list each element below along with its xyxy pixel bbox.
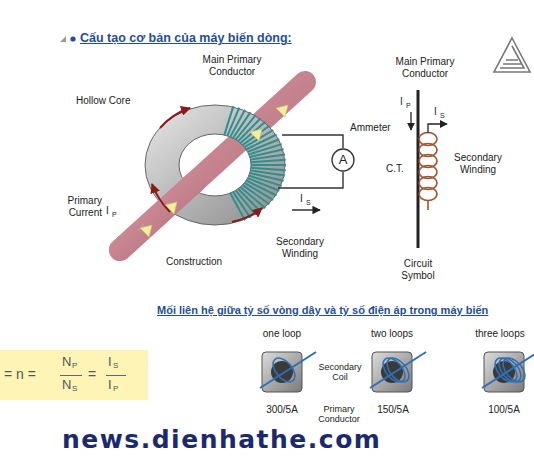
secondary-winding-turns — [224, 106, 286, 220]
current-subscript: P — [406, 102, 411, 110]
bullet — [60, 36, 76, 42]
coil-turn — [419, 188, 437, 201]
formula-box: = n =NPNS=ISIP — [0, 350, 148, 400]
winding-turn — [230, 193, 245, 220]
figure-caption: Circuit Symbol — [387, 258, 449, 281]
formula-part: = — [88, 367, 96, 382]
primary-wire — [260, 352, 316, 388]
ct-core — [262, 352, 302, 392]
winding-turn — [251, 168, 286, 171]
winding-label: Secondary Winding — [446, 152, 510, 175]
ip-arrow — [410, 112, 411, 130]
flux-arrows — [152, 108, 262, 222]
primary-wire — [482, 352, 534, 388]
current-symbol: I — [106, 205, 109, 217]
current-label: Primary Current — [44, 195, 102, 218]
logo — [494, 38, 530, 72]
current-subscript: P — [112, 211, 117, 219]
current-symbol: I — [300, 193, 303, 205]
ratio-label: 150/5A — [368, 404, 418, 416]
primary-turn — [383, 354, 413, 386]
loop-label: one loop — [252, 328, 312, 340]
winding-label: Secondary Winding — [265, 236, 335, 259]
meter-symbol: A — [339, 153, 348, 167]
formula-part: = n = — [4, 367, 36, 382]
ct-coil — [419, 133, 437, 201]
primary-turn — [499, 354, 529, 386]
conductor-label: Main Primary Conductor — [385, 56, 465, 79]
hollow-core — [145, 105, 285, 225]
formula-part: S — [113, 362, 118, 371]
winding-turn — [250, 154, 284, 159]
formula-part: P — [113, 385, 118, 394]
primary-turn — [269, 354, 299, 386]
formula-part: I — [108, 378, 112, 392]
coil-label: Secondary Coil — [316, 362, 364, 383]
ct-label: C.T. — [386, 163, 404, 175]
heading: Cấu tạo cơ bản của máy biến dòng: — [80, 31, 292, 45]
current-subscript: S — [306, 199, 311, 207]
primary-conductor-front — [120, 181, 196, 250]
loop-label: two loops — [362, 328, 422, 340]
formula-part: P — [72, 362, 77, 371]
conductor-label: Primary Conductor — [314, 404, 364, 425]
loop-figures — [260, 352, 534, 392]
primary-conductor — [120, 82, 305, 250]
ratio-label: 100/5A — [479, 404, 529, 416]
ratio-label: 300/5A — [257, 404, 307, 416]
formula-part: I — [108, 355, 112, 369]
meter-label: Ammeter — [350, 122, 391, 134]
is-arrow — [292, 209, 320, 210]
primary-wire — [370, 352, 426, 388]
current-subscript: S — [440, 112, 445, 120]
formula-part: S — [72, 385, 77, 394]
current-symbol: I — [400, 96, 403, 108]
conductor-label: Main Primary Conductor — [187, 54, 277, 77]
loop-label: three loops — [470, 328, 530, 340]
formula-part: N — [62, 355, 71, 369]
winding-turn — [251, 164, 286, 166]
section-heading: Mối liên hệ giữa tỷ số vòng dây và tỷ số… — [157, 304, 488, 317]
watermark: news.dienhathe.com — [62, 426, 381, 455]
figure-caption: Construction — [166, 256, 222, 268]
ct-coil-lead — [427, 201, 429, 210]
is-symbol-arrow — [428, 124, 447, 133]
current-arrows — [138, 105, 288, 237]
ammeter: A — [331, 148, 355, 172]
core-label: Hollow Core — [76, 95, 130, 107]
current-symbol: I — [434, 106, 437, 118]
formula-part: N — [62, 378, 71, 392]
winding-turn — [251, 160, 286, 163]
